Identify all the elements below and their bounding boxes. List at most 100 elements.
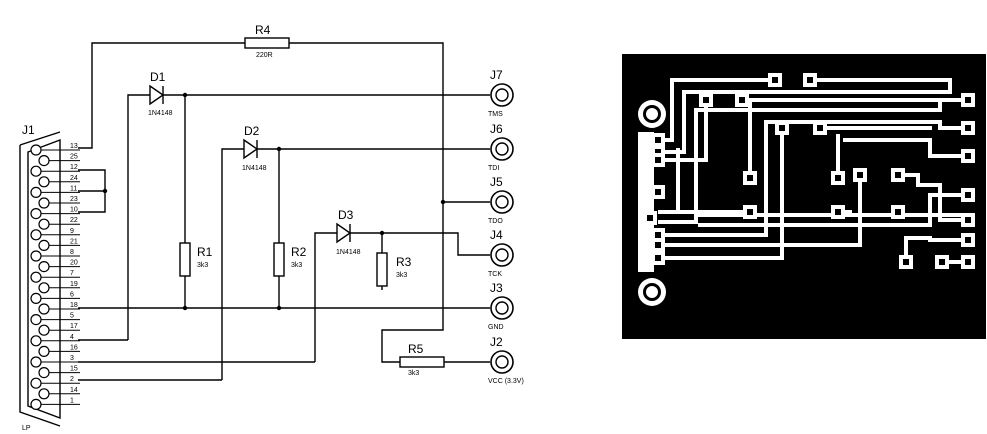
db25-pin-number: 23 [70, 196, 78, 203]
jack-label: VCC (3.3V) [488, 378, 524, 385]
jack-label: GND [488, 324, 504, 331]
pcb-pad [961, 213, 975, 227]
pcb-pad [775, 121, 789, 135]
pcb-pad [961, 233, 975, 247]
db25-pin-number: 10 [70, 207, 78, 214]
pcb-pad [651, 153, 665, 167]
pcb-pad [651, 133, 665, 147]
pcb-pad [891, 205, 905, 219]
db25-pin-number: 15 [70, 366, 78, 373]
resistor-r5: R5 3k3 [399, 342, 445, 377]
r2-name: R2 [291, 245, 307, 259]
db25-pin: 5 [30, 313, 80, 326]
r4-name: R4 [255, 23, 271, 37]
pcb-pad [735, 93, 749, 107]
db25-pin: 13 [30, 143, 80, 156]
db25-connector: J1 LP [19, 123, 61, 432]
db25-pin-number: 16 [70, 344, 78, 351]
db25-pin: 7 [30, 270, 80, 283]
db25-pin: 14 [38, 387, 80, 400]
jack-name: J6 [490, 122, 503, 136]
schematic-wires [78, 42, 490, 381]
db25-pin: 18 [38, 302, 80, 315]
pcb-pad [961, 121, 975, 135]
db25-pin: 2 [30, 376, 80, 389]
db25-pin-number: 14 [70, 387, 78, 394]
jack-label: TCK [488, 271, 502, 278]
db25-pin: 20 [38, 260, 80, 273]
pcb-pad [743, 205, 757, 219]
db25-pin-number: 20 [70, 260, 78, 267]
db25-pin: 3 [30, 355, 80, 368]
db25-pin: 11 [30, 185, 80, 198]
pcb-pad [743, 171, 757, 185]
pcb-pad [643, 211, 657, 225]
pcb-pad [768, 73, 782, 87]
db25-pin: 6 [30, 291, 80, 304]
db25-pin-number: 21 [70, 238, 78, 245]
pcb-pad [853, 168, 867, 182]
d1-name: D1 [150, 70, 166, 84]
r2-value: 3k3 [291, 262, 302, 269]
db25-pin-number: 12 [70, 164, 78, 171]
pcb-pad [699, 93, 713, 107]
db25-pin-number: 19 [70, 281, 78, 288]
j1-label: J1 [22, 123, 35, 137]
jack-name: J7 [490, 68, 503, 82]
db25-pin-number: 3 [70, 355, 74, 362]
db25-pin-number: 8 [70, 249, 74, 256]
pcb-pad [961, 188, 975, 202]
r1-name: R1 [197, 245, 213, 259]
d2-value: 1N4148 [242, 165, 267, 172]
pcb-layout [622, 54, 986, 339]
db25-pin-number: 11 [70, 185, 77, 192]
r3-name: R3 [396, 255, 412, 269]
db25-pin-number: 7 [70, 270, 74, 277]
db25-pin: 23 [38, 196, 80, 209]
pcb-pad [891, 168, 905, 182]
pcb-pad [899, 255, 913, 269]
resistor-r1: R1 3k3 [179, 242, 213, 277]
pcb-pads [643, 73, 975, 269]
db25-pin-number: 4 [70, 334, 74, 341]
db25-pin: 22 [38, 217, 80, 230]
db25-pin: 19 [38, 281, 80, 294]
pcb-connector [638, 132, 654, 272]
jack-name: J3 [490, 281, 503, 295]
jack-label: TMS [488, 111, 503, 118]
pcb-pad [961, 149, 975, 163]
resistor-r4: R4 220R [244, 23, 290, 59]
resistor-r2: R2 3k3 [273, 242, 307, 277]
db25-pin: 4 [30, 334, 80, 347]
pcb-pad [813, 121, 827, 135]
r5-name: R5 [408, 342, 424, 356]
jack-name: J2 [490, 335, 503, 349]
db25-pin-number: 1 [70, 397, 74, 404]
db25-pin: 24 [38, 175, 80, 188]
db25-pin: 15 [38, 366, 80, 379]
pcb-pad [831, 171, 845, 185]
schematic: J1 LP 1325122411231022921820719618517416… [19, 23, 524, 432]
db25-pin-number: 18 [70, 302, 78, 309]
db25-pin-number: 13 [70, 143, 78, 150]
db25-pin: 25 [38, 154, 80, 167]
jack-label: TDI [488, 165, 499, 172]
db25-pin: 8 [30, 249, 80, 262]
d2-name: D2 [244, 124, 260, 138]
d3-name: D3 [338, 208, 354, 222]
db25-pin-number: 22 [70, 217, 78, 224]
jack-name: J4 [490, 228, 503, 242]
jack-label: TDO [488, 218, 503, 225]
db25-pin-number: 24 [70, 175, 78, 182]
diode-d3: D3 1N4148 [336, 208, 361, 256]
d3-value: 1N4148 [336, 249, 361, 256]
pcb-pad [935, 255, 949, 269]
db25-pin: 16 [38, 344, 80, 357]
r4-value: 220R [256, 52, 273, 59]
